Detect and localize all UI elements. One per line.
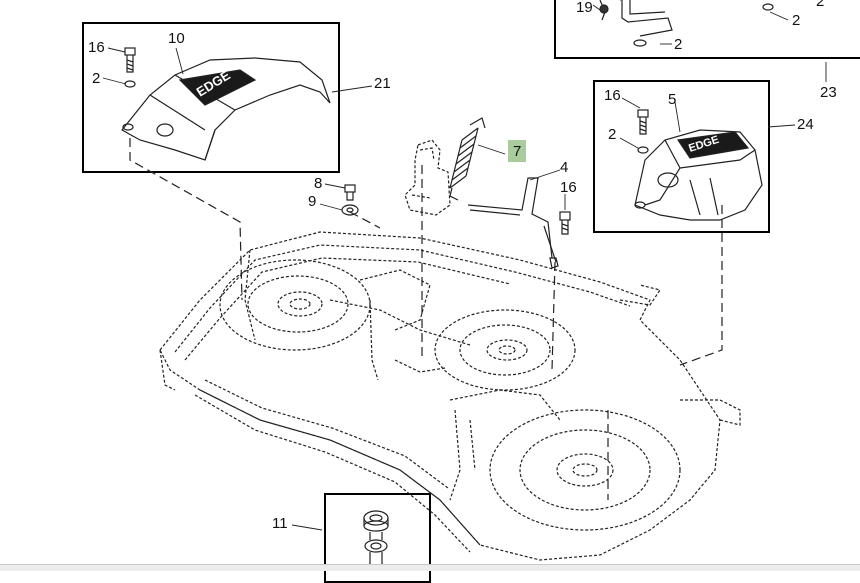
inset-box-left-cover — [82, 22, 340, 173]
label-11: 11 — [272, 515, 288, 532]
mower-deck — [159, 231, 741, 561]
label-7-highlighted[interactable]: 7 — [508, 140, 527, 162]
label-19: 19 — [576, 0, 593, 16]
label-16-left: 16 — [88, 39, 105, 56]
label-2-right: 2 — [608, 126, 617, 143]
label-2-left: 2 — [92, 70, 101, 87]
label-21: 21 — [374, 75, 391, 92]
inset-box-right-cover — [593, 80, 770, 233]
label-23: 23 — [820, 84, 837, 101]
spring-part-7 — [449, 117, 486, 201]
label-8: 8 — [314, 175, 323, 192]
bolt-part-16 — [559, 211, 571, 235]
label-2-top-a: 2 — [816, 0, 825, 10]
label-16-right: 16 — [604, 87, 621, 104]
label-9: 9 — [308, 193, 317, 210]
discharge-cover-left-part-10 — [121, 47, 331, 161]
top-right-partial-parts — [599, 0, 774, 47]
label-2-top-c: 2 — [674, 36, 683, 53]
label-2-top-b: 2 — [792, 12, 801, 29]
inset-box-top-right — [554, 0, 860, 59]
spindle-part-11 — [363, 510, 389, 570]
bottom-scroll-strip — [0, 564, 860, 571]
label-5: 5 — [668, 91, 677, 108]
label-10: 10 — [168, 30, 185, 47]
label-4: 4 — [560, 159, 569, 176]
label-16-center: 16 — [560, 179, 577, 196]
label-24: 24 — [797, 116, 814, 133]
pivot-bracket — [404, 139, 451, 216]
label-leader-lines — [102, 4, 827, 531]
discharge-cover-right-part-5 — [634, 109, 763, 221]
leader-dashed-lines — [129, 138, 723, 500]
bolt-part-8 — [344, 184, 356, 201]
lift-rod-part-4 — [467, 177, 559, 269]
mower-deck-diagram: EDGE EDGE — [102, 0, 827, 570]
washer-part-9 — [341, 204, 359, 216]
